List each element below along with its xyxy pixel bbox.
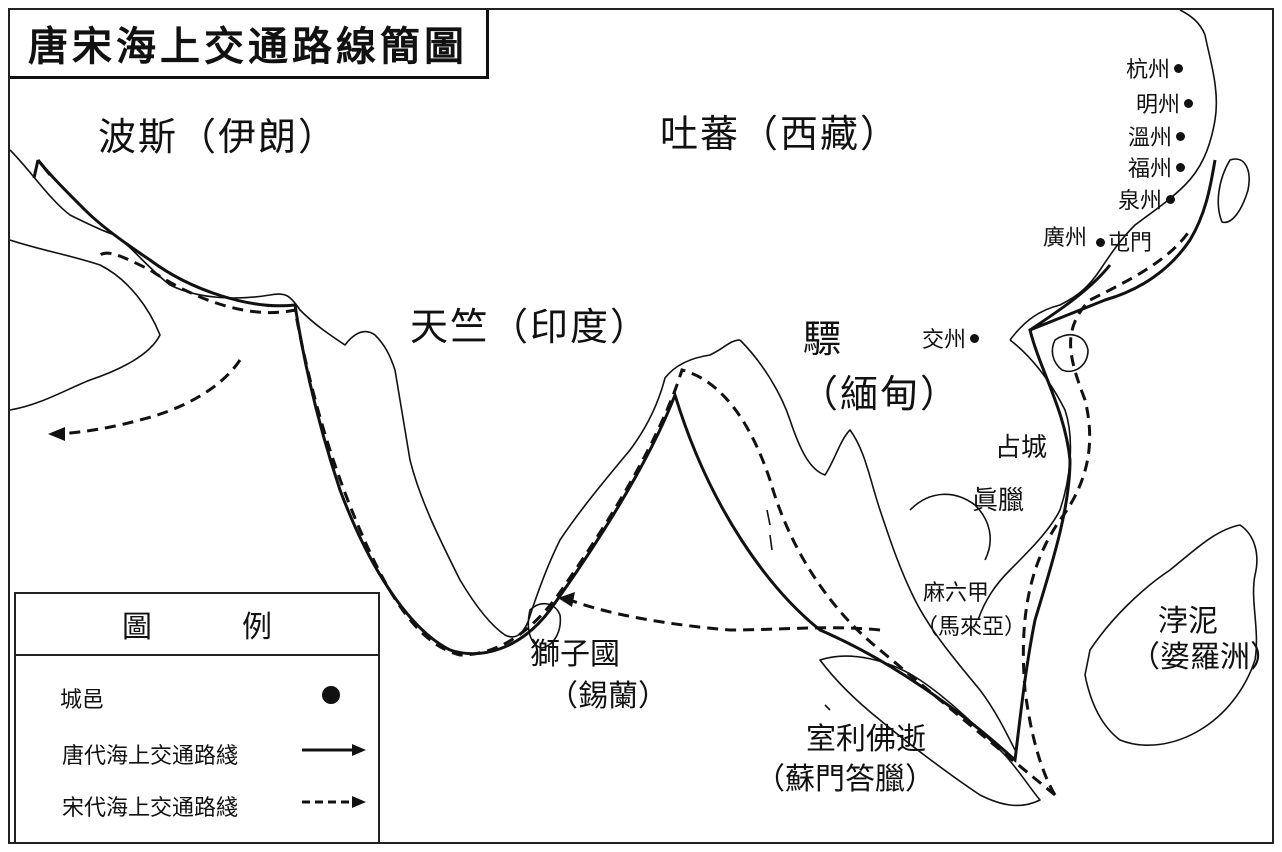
- city-tunmen: 屯門: [1108, 225, 1152, 257]
- city-tunmen-label: 屯門: [1108, 231, 1153, 256]
- city-quanzhou-label: 泉州: [1118, 189, 1163, 214]
- city-dot: [1176, 131, 1186, 141]
- sumatra-island: [819, 655, 1041, 807]
- legend-tang-line: [302, 744, 366, 756]
- city-hangzhou: 杭州: [1126, 52, 1184, 84]
- india-east-coast: [527, 339, 741, 623]
- borneo-island: [1084, 524, 1258, 746]
- region-burma-modern: （緬甸）: [800, 372, 961, 416]
- map-title: 唐宋海上交通路線簡圖: [10, 10, 489, 79]
- city-dot: [1174, 63, 1184, 73]
- city-dot: [1166, 194, 1176, 204]
- song-route-ceylon: [569, 598, 881, 632]
- legend-city-dot: [322, 686, 340, 704]
- song-arrow-ceylon: [558, 592, 575, 607]
- region-tibet: 吐蕃（西藏）: [660, 112, 901, 156]
- city-guangzhou: 廣州: [1043, 220, 1087, 252]
- song-route: [1021, 229, 1192, 796]
- region-chenla: 眞臘: [972, 486, 1025, 516]
- region-india: 天竺（印度）: [410, 305, 651, 349]
- song-route-arabia: [59, 359, 242, 436]
- legend-song-label: 宋代海上交通路綫: [62, 796, 239, 821]
- region-sumatra: （蘇門答臘）: [755, 762, 935, 797]
- city-jiaozhou-label: 交州: [922, 328, 967, 353]
- region-malacca: 麻六甲: [923, 581, 990, 606]
- city-dot: [1184, 98, 1194, 108]
- legend-city-label: 城邑: [60, 688, 105, 713]
- india-west-coast: [394, 369, 529, 638]
- city-mingzhou-label: 明州: [1136, 93, 1181, 118]
- tang-route-branch: [1029, 159, 1217, 332]
- city-wenzhou-label: 溫州: [1128, 126, 1173, 151]
- city-dot: [970, 333, 980, 343]
- gulf-thailand: [909, 493, 991, 561]
- region-borneo: （婆羅洲）: [1130, 640, 1274, 675]
- map-drawing: [10, 10, 1258, 807]
- city-jiaozhou: 交州: [922, 322, 980, 354]
- region-brunei: 浡泥: [1158, 604, 1218, 639]
- song-arrow-arabia: [48, 427, 65, 441]
- city-guangzhou-dot: [1096, 238, 1105, 247]
- legend-title: 圖例: [16, 594, 378, 656]
- region-champa: 占城: [995, 433, 1048, 463]
- map-frame: 唐宋海上交通路線簡圖 波斯（伊朗） 吐蕃（西藏） 天竺（印度） 驃 （緬甸） 占…: [8, 8, 1274, 844]
- region-burma: 驃: [803, 317, 844, 361]
- legend: 圖例 城邑 唐代海上交通路綫 宋代海上交通路綫: [14, 592, 380, 842]
- city-wenzhou: 溫州: [1128, 120, 1186, 152]
- region-ceylon-modern: （錫蘭）: [548, 679, 668, 714]
- hainan-island: [1051, 334, 1089, 372]
- region-malaya: （馬來亞）: [916, 615, 1027, 640]
- city-guangzhou-label: 廣州: [1043, 226, 1088, 251]
- andaman-islands: [766, 509, 773, 551]
- region-srivijaya: 室利佛逝: [806, 722, 926, 757]
- tang-arrow-head: [32, 159, 52, 179]
- persia-coastline: [10, 149, 396, 371]
- region-persia: 波斯（伊朗）: [98, 115, 339, 159]
- small-island: [824, 704, 831, 711]
- region-ceylon: 獅子國: [530, 637, 620, 672]
- city-fuzhou: 福州: [1128, 151, 1186, 183]
- arabia-coastline: [10, 239, 161, 411]
- city-mingzhou: 明州: [1136, 87, 1194, 119]
- taiwan-island: [1217, 158, 1250, 224]
- legend-tang-label: 唐代海上交通路綫: [62, 744, 239, 769]
- city-fuzhou-label: 福州: [1128, 157, 1173, 182]
- city-quanzhou: 泉州: [1118, 183, 1176, 215]
- ceylon-island: [527, 602, 562, 649]
- indochina-coast: [1009, 10, 1218, 341]
- legend-song-line: [302, 796, 366, 808]
- burma-coast: [739, 339, 1016, 751]
- vietnam-coast: [977, 339, 1072, 621]
- song-route-west: [99, 251, 1056, 797]
- city-dot: [1176, 162, 1186, 172]
- city-hangzhou-label: 杭州: [1126, 58, 1171, 83]
